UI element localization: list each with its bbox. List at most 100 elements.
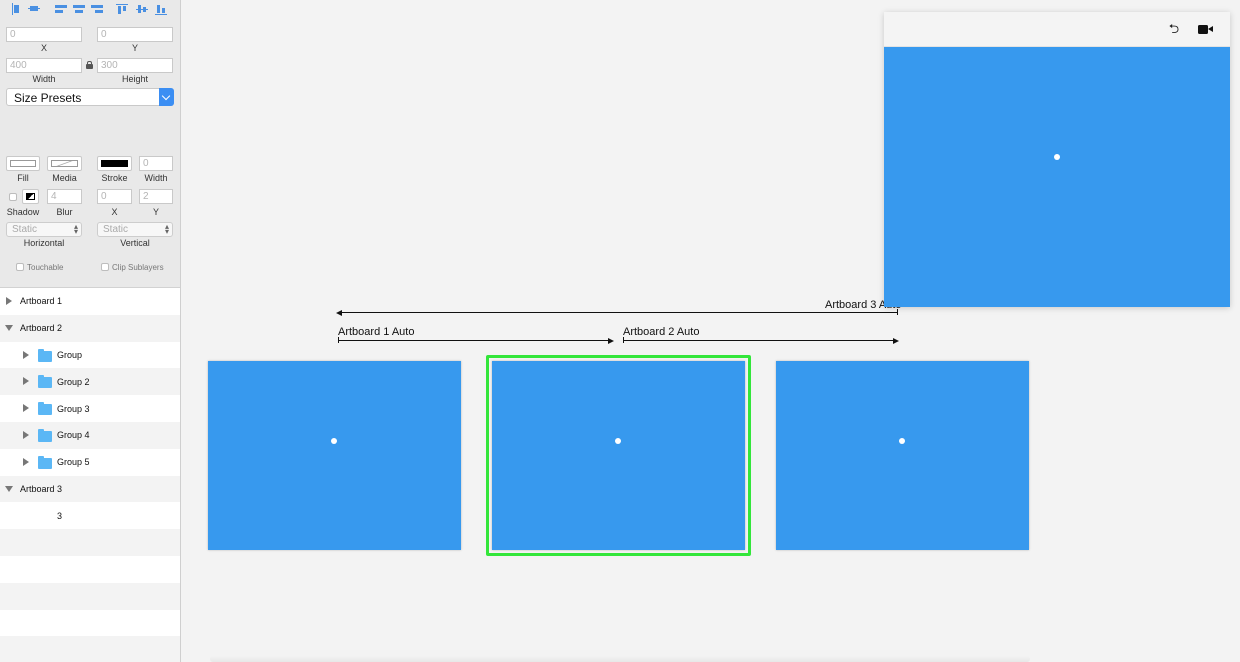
- layer-row-empty: [0, 582, 180, 610]
- shadow-y-label: Y: [152, 207, 159, 217]
- disclosure-down-icon[interactable]: [5, 324, 13, 331]
- layer-label: Group: [57, 349, 83, 360]
- disclosure-right-icon[interactable]: [6, 297, 12, 305]
- distribute-center-icon[interactable]: [73, 3, 85, 15]
- y-input[interactable]: 0: [97, 27, 173, 42]
- layer-row-group-5[interactable]: Group 5: [0, 448, 180, 476]
- disclosure-right-icon[interactable]: [23, 430, 29, 439]
- artboard-3-auto-label: Artboard 3 Auto: [825, 299, 902, 311]
- preview-window[interactable]: ⮌: [884, 12, 1230, 307]
- undo-icon[interactable]: ⮌: [1168, 21, 1180, 36]
- media-swatch[interactable]: [47, 156, 82, 171]
- width-input[interactable]: 400: [6, 58, 82, 73]
- horizontal-value: Static: [12, 224, 38, 235]
- connector-tick: [623, 337, 624, 343]
- stroke-label: Stroke: [101, 173, 128, 183]
- layer-row-group-4[interactable]: Group 4: [0, 421, 180, 449]
- folder-icon: [38, 455, 52, 469]
- shadow-x-input[interactable]: 0: [97, 189, 132, 204]
- artboard-2-auto-connector[interactable]: [624, 340, 894, 341]
- connector-tick: [338, 337, 339, 343]
- artboard-1-auto-label: Artboard 1 Auto: [338, 326, 415, 338]
- layer-label: Group 4: [57, 430, 90, 441]
- artboard-2-selection-outline: [486, 355, 751, 556]
- artboard-center-dot: [615, 438, 621, 444]
- artboard-1[interactable]: [208, 361, 461, 550]
- disclosure-right-icon[interactable]: [23, 350, 29, 359]
- connector-tick: [897, 309, 898, 315]
- align-middle-icon[interactable]: [136, 3, 148, 15]
- y-label: Y: [131, 43, 138, 53]
- stroke-width-label: Width: [144, 173, 168, 183]
- media-label: Media: [52, 173, 77, 183]
- blur-label: Blur: [56, 207, 73, 217]
- stroke-swatch[interactable]: [97, 156, 132, 171]
- preview-toolbar: ⮌: [884, 12, 1230, 47]
- distribute-left-icon[interactable]: [55, 3, 67, 15]
- fill-swatch[interactable]: [6, 156, 40, 171]
- layer-label: Artboard 2: [20, 323, 63, 334]
- artboard-2-auto-label: Artboard 2 Auto: [623, 326, 700, 338]
- vertical-value: Static: [103, 224, 129, 235]
- x-label: X: [40, 43, 47, 53]
- vertical-select[interactable]: Static ▴▾: [97, 222, 173, 237]
- height-label: Height: [121, 74, 148, 84]
- touchable-checkbox[interactable]: [16, 263, 24, 271]
- layer-row-group[interactable]: Group: [0, 341, 180, 369]
- artboard-1-auto-connector[interactable]: [339, 340, 609, 341]
- x-input[interactable]: 0: [6, 27, 82, 42]
- align-center-h-icon[interactable]: [28, 3, 40, 15]
- artboard-3[interactable]: [776, 361, 1029, 550]
- layer-row-artboard-1[interactable]: Artboard 1: [0, 288, 180, 315]
- shadow-color-swatch[interactable]: [22, 189, 39, 204]
- arrow-right-icon: [893, 337, 899, 344]
- layer-row-artboard-2[interactable]: Artboard 2: [0, 314, 180, 342]
- horizontal-scrollbar[interactable]: [210, 656, 1030, 662]
- align-top-icon[interactable]: [116, 3, 128, 15]
- align-bottom-icon[interactable]: [155, 3, 167, 15]
- layer-label: Artboard 3: [20, 483, 63, 494]
- layer-row-empty: [0, 555, 180, 583]
- layer-row-empty: [0, 529, 180, 556]
- size-presets-label: Size Presets: [14, 91, 82, 105]
- artboard-center-dot: [331, 438, 337, 444]
- shadow-label: Shadow: [6, 207, 40, 217]
- lock-icon[interactable]: [86, 61, 93, 69]
- shadow-checkbox[interactable]: [9, 193, 17, 201]
- fill-label: Fill: [17, 173, 29, 183]
- arrow-left-icon: [336, 309, 342, 316]
- artboard-3-auto-connector[interactable]: [340, 312, 898, 313]
- distribute-right-icon[interactable]: [91, 3, 103, 15]
- disclosure-down-icon[interactable]: [5, 485, 13, 492]
- folder-icon: [38, 428, 52, 442]
- layer-row-text-3[interactable]: 3: [0, 502, 180, 530]
- inspector-panel: 0 X 0 Y 400 Width 300 Height Size Preset…: [0, 0, 181, 662]
- arrow-right-icon: [608, 337, 614, 344]
- layer-row-empty: [0, 636, 180, 662]
- camera-icon[interactable]: [1198, 25, 1214, 34]
- align-toolbar: [0, 0, 180, 18]
- disclosure-right-icon[interactable]: [23, 404, 29, 413]
- horizontal-select[interactable]: Static ▴▾: [6, 222, 82, 237]
- vertical-label: Vertical: [120, 238, 150, 248]
- size-presets-select[interactable]: Size Presets: [6, 88, 174, 106]
- align-left-icon[interactable]: [11, 3, 23, 15]
- stepper-icon: ▴▾: [164, 222, 169, 236]
- layers-list: Artboard 1 Artboard 2 Group Group 2 Grou…: [0, 287, 180, 662]
- disclosure-right-icon[interactable]: [23, 457, 29, 466]
- blur-input[interactable]: 4: [47, 189, 82, 204]
- layer-label: 3: [57, 510, 63, 521]
- layer-row-group-2[interactable]: Group 2: [0, 368, 180, 396]
- stroke-width-input[interactable]: 0: [139, 156, 173, 171]
- disclosure-right-icon[interactable]: [23, 377, 29, 386]
- clip-sublayers-label: Clip Sublayers: [112, 263, 164, 272]
- chevron-down-icon[interactable]: [159, 88, 174, 106]
- layer-label: Artboard 1: [20, 296, 63, 307]
- layer-row-group-3[interactable]: Group 3: [0, 395, 180, 422]
- layer-row-artboard-3[interactable]: Artboard 3: [0, 475, 180, 503]
- shadow-y-input[interactable]: 2: [139, 189, 173, 204]
- clip-sublayers-checkbox[interactable]: [101, 263, 109, 271]
- artboard-2[interactable]: [492, 361, 745, 550]
- design-canvas[interactable]: Artboard 3 Auto Artboard 1 Auto Artboard…: [182, 0, 1240, 662]
- height-input[interactable]: 300: [97, 58, 173, 73]
